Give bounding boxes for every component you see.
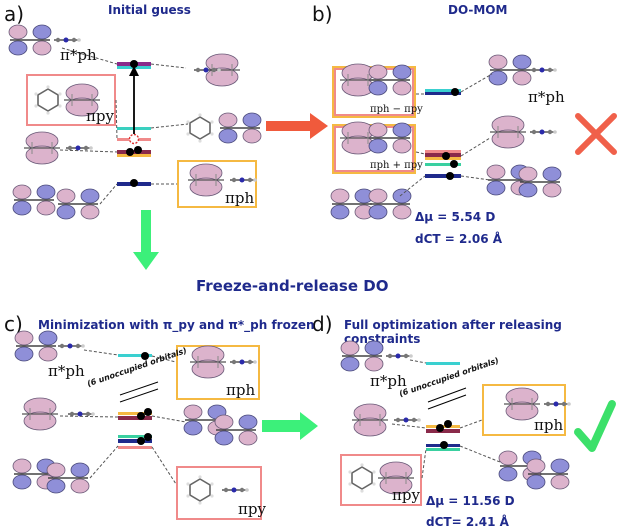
box-pi-py-d	[340, 454, 422, 506]
box-pi-py-c	[176, 466, 262, 520]
dct-d: dCT= 2.41 Å	[426, 515, 509, 529]
label-pi-ph-star-a: π*ph	[60, 46, 97, 64]
label-pi-ph-d: πph	[534, 416, 564, 434]
panel-a-orbitals	[8, 24, 262, 220]
label-pi-py-d: πpy	[392, 486, 420, 504]
panel-a-title: Initial guess	[108, 3, 191, 17]
cross-icon	[575, 113, 617, 155]
panel-b-orbitals	[330, 54, 562, 220]
label-pi-minus-b: πph − πpy	[370, 104, 423, 115]
panel-b-title: DO-MOM	[448, 3, 508, 17]
main-heading: Freeze-and-release DO	[196, 277, 389, 295]
label-pi-ph-star-c: π*ph	[48, 362, 85, 380]
label-pi-py-a: πpy	[86, 107, 114, 125]
green-arrow-right	[262, 412, 318, 440]
label-pi-ph-c: πph	[226, 381, 256, 399]
box-pi-py-a	[26, 74, 116, 126]
checkmark-icon	[574, 400, 616, 452]
panel-d-orbitals	[340, 340, 572, 495]
label-pi-ph-a: πph	[225, 189, 255, 207]
box-pi-ph-c	[176, 345, 260, 400]
label-pi-ph-star-b: π*ph	[528, 88, 565, 106]
panel-a-letter: a)	[4, 2, 25, 26]
dipole-b: Δμ = 5.54 D	[415, 210, 496, 224]
panel-d-letter: d)	[312, 312, 333, 336]
label-pi-py-c: πpy	[238, 500, 266, 518]
label-pi-plus-b: πph + πpy	[370, 160, 423, 171]
dct-b: dCT = 2.06 Å	[415, 232, 503, 246]
dipole-d: Δμ = 11.56 D	[426, 494, 515, 508]
panel-c-title: Minimization with π_py and π*_ph frozen	[38, 318, 315, 332]
green-arrow-down	[133, 210, 159, 270]
panel-d-title: Full optimization after releasing constr…	[344, 318, 562, 346]
panel-c-letter: c)	[4, 312, 23, 336]
label-pi-ph-star-d: π*ph	[370, 372, 407, 390]
box-pi-ph-d	[482, 384, 566, 436]
panel-b-letter: b)	[312, 2, 333, 26]
box-pi-ph-a	[177, 160, 257, 208]
red-arrow	[266, 113, 328, 139]
panel-c-orbitals	[12, 330, 258, 506]
